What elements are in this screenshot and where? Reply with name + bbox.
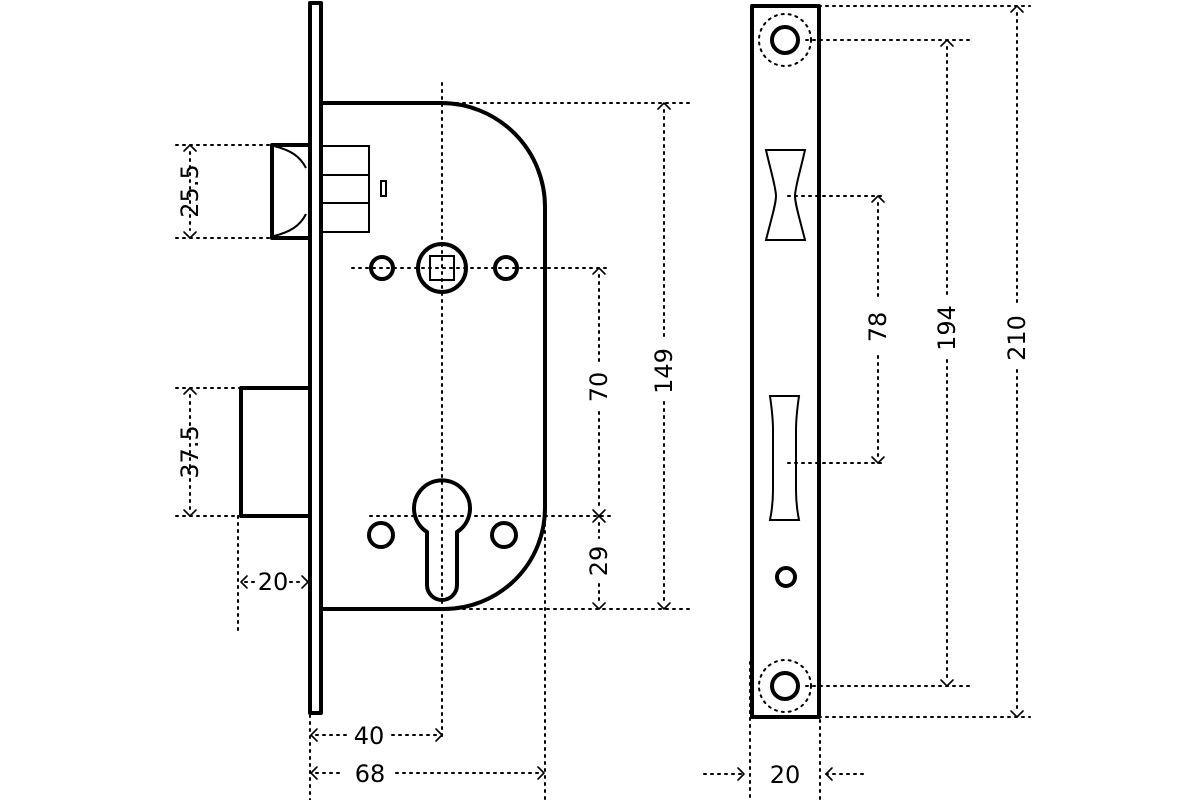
screw-hole — [367, 521, 395, 549]
dim-body-height: 149 — [650, 348, 678, 394]
faceplate-front-view — [703, 4, 1031, 800]
dim-latch-height: 25.5 — [176, 164, 204, 217]
dead-bolt — [239, 386, 310, 518]
dim-bolt-throw: 20 — [258, 568, 289, 596]
dim-faceplate-length: 210 — [1003, 315, 1031, 361]
dim-cylinder-to-bottom: 29 — [585, 546, 613, 577]
lock-side-view — [175, 1, 691, 800]
cylinder-cutout — [412, 478, 472, 602]
faceplate — [750, 4, 821, 719]
bolt-opening — [768, 395, 801, 521]
lock-body — [321, 101, 547, 611]
dim-backset: 40 — [354, 722, 385, 750]
side-faceplate — [308, 1, 323, 715]
dim-bolt-height: 37.5 — [176, 425, 204, 478]
latch-bolt — [270, 143, 310, 240]
latch-opening — [764, 149, 807, 241]
screw-hole — [490, 521, 518, 549]
dim-faceplate-screw-spacing: 194 — [933, 305, 961, 351]
dim-body-depth: 68 — [355, 760, 386, 788]
dim-faceplate-width: 20 — [770, 761, 801, 789]
faceplate-screw — [770, 25, 800, 55]
faceplate-screw — [775, 566, 797, 588]
latch-tail — [321, 145, 370, 233]
dim-handle-to-cylinder: 70 — [585, 372, 613, 403]
faceplate-screw — [770, 671, 800, 701]
dim-faceplate-inner: 78 — [864, 312, 892, 343]
